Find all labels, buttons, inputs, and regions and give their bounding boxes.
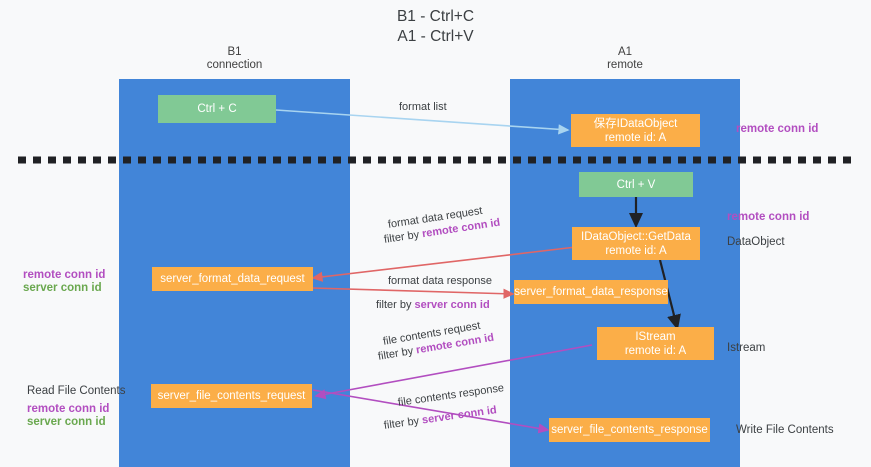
node-server-file-contents-response-label: server_file_contents_response — [551, 424, 708, 436]
node-istream-line1: IStream — [635, 330, 676, 343]
column-header-a1: A1 remote — [510, 46, 740, 72]
node-ctrl-c-label: Ctrl + C — [197, 103, 237, 115]
node-idataobject-getdata[interactable]: IDataObject::GetData remote id: A — [572, 227, 700, 260]
title-line-1: B1 - Ctrl+C — [396, 8, 475, 25]
annotation-remote-conn-id-top: remote conn id — [736, 123, 819, 135]
annotation-read-file-contents: Read File Contents — [27, 385, 126, 397]
column-header-a1-name: A1 — [617, 46, 633, 58]
node-server-format-data-request[interactable]: server_format_data_request — [152, 267, 313, 291]
annotation-write-file-contents: Write File Contents — [736, 424, 834, 436]
node-istream[interactable]: IStream remote id: A — [597, 327, 714, 360]
column-header-a1-sub: remote — [607, 59, 643, 71]
node-save-idataobject-line2: remote id: A — [604, 131, 667, 144]
filter-prefix-4: filter by — [383, 414, 423, 432]
column-header-b1: B1 connection — [119, 46, 350, 72]
annotation-left-remote-conn-id-mid: remote conn id — [23, 269, 106, 281]
edge-getdata-to-istream — [658, 259, 681, 331]
edge-format-data-response — [311, 287, 515, 299]
edge-format-list — [275, 109, 570, 135]
node-istream-line2: remote id: A — [624, 344, 687, 357]
annotation-left-server-conn-id-bot: server conn id — [27, 416, 106, 428]
annotation-left-remote-conn-id-bot: remote conn id — [27, 403, 110, 415]
node-idataobject-getdata-line1: IDataObject::GetData — [581, 230, 691, 243]
annotation-remote-conn-id-mid: remote conn id — [727, 211, 810, 223]
node-server-file-contents-request-label: server_file_contents_request — [157, 390, 306, 402]
annotation-istream: Istream — [727, 342, 766, 354]
annotation-left-server-conn-id-mid: server conn id — [23, 282, 102, 294]
page-title: B1 - Ctrl+C A1 - Ctrl+V — [0, 7, 871, 47]
node-save-idataobject-line1: 保存IDataObject — [593, 117, 678, 130]
node-ctrl-v[interactable]: Ctrl + V — [579, 172, 693, 197]
node-server-format-data-response[interactable]: server_format_data_response — [514, 280, 668, 304]
filter-prefix-2: filter by — [376, 299, 415, 311]
edge-file-contents-request — [314, 344, 593, 400]
title-line-2: A1 - Ctrl+V — [397, 28, 474, 45]
node-ctrl-v-label: Ctrl + V — [616, 178, 656, 191]
annotation-dataobject: DataObject — [727, 236, 785, 248]
edge-file-contents-response — [312, 389, 550, 434]
node-save-idataobject[interactable]: 保存IDataObject remote id: A — [571, 114, 700, 147]
node-server-format-data-request-label: server_format_data_request — [160, 273, 305, 285]
edge-label-format-data-response: format data response — [388, 275, 492, 287]
edge-label-format-list: format list — [399, 101, 447, 113]
node-idataobject-getdata-line2: remote id: A — [605, 244, 667, 257]
filter-key-2: server conn id — [414, 299, 490, 311]
edge-format-data-request — [311, 246, 577, 282]
column-header-b1-sub: connection — [206, 59, 263, 71]
node-server-format-data-response-label: server_format_data_response — [514, 286, 668, 298]
column-header-b1-name: B1 — [227, 46, 242, 58]
node-server-file-contents-response[interactable]: server_file_contents_response — [549, 418, 710, 442]
node-server-file-contents-request[interactable]: server_file_contents_request — [151, 384, 312, 408]
node-ctrl-c[interactable]: Ctrl + C — [158, 95, 276, 123]
edge-label-format-data-response-filter: filter by server conn id — [376, 298, 490, 313]
